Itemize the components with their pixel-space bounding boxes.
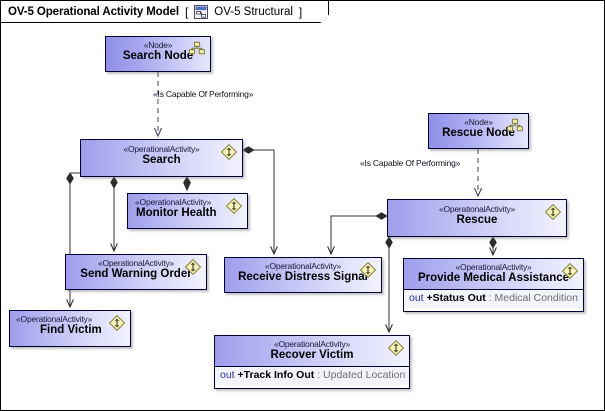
activity-title: Monitor Health (136, 207, 217, 219)
parameter-name: +Track Info Out (237, 369, 315, 381)
activity-provide-medical-assistance[interactable]: «OperationalActivity» Provide Medical As… (403, 258, 584, 312)
parameter-separator: : (317, 369, 321, 381)
node-title: Search Node (122, 50, 194, 62)
diagram-name: OV-5 Structural (214, 5, 293, 18)
activity-icon (387, 339, 405, 357)
diagram-icon (194, 5, 208, 19)
stereotype-label: «Node» (143, 40, 173, 50)
activity-title: Provide Medical Assistance (417, 272, 570, 284)
activity-title: Find Victim (40, 324, 102, 336)
activity-title: Send Warning Order (80, 268, 192, 280)
activity-monitor-health[interactable]: «OperationalActivity» Monitor Health (127, 193, 248, 229)
node-rescue-node[interactable]: «Node» Rescue Node (428, 113, 529, 149)
activity-title: Recover Victim (270, 349, 354, 361)
activity-send-warning-order[interactable]: «OperationalActivity» Send Warning Order (65, 254, 207, 290)
stereotype-label: «OperationalActivity» (438, 204, 516, 214)
parameter-direction: out (220, 369, 235, 381)
activity-icon (225, 197, 243, 215)
activity-recover-victim[interactable]: «OperationalActivity» Recover Victim out… (214, 335, 410, 389)
stereotype-label: «OperationalActivity» (455, 262, 532, 272)
node-title: Rescue Node (442, 127, 515, 139)
parameter-row: out +Status Out : Medical Condition (404, 289, 583, 308)
bracket-close: ] (298, 4, 303, 19)
activity-icon (544, 203, 562, 221)
activity-search[interactable]: «OperationalActivity» Search (80, 139, 243, 177)
stereotype-label: «Node» (464, 117, 493, 127)
stereotype-label: «OperationalActivity» (273, 339, 351, 349)
bracket-open: [ (184, 4, 189, 19)
node-search-node[interactable]: «Node» Search Node (105, 36, 211, 72)
activity-icon (184, 258, 202, 276)
activity-rescue[interactable]: «OperationalActivity» Rescue (387, 199, 567, 237)
activity-receive-distress-signal[interactable]: «OperationalActivity» Receive Distress S… (224, 257, 382, 293)
node-icon (188, 40, 206, 58)
activity-icon (220, 143, 238, 161)
edge-rescue-to-receive-distress-signal (331, 216, 387, 254)
stereotype-label: «OperationalActivity» (16, 314, 93, 324)
activity-title: Search (142, 154, 181, 166)
activity-icon (359, 261, 377, 279)
diagram-frame-header: OV-5 Operational Activity Model [ OV-5 S… (1, 1, 329, 23)
node-icon (506, 117, 524, 135)
activity-find-victim[interactable]: «OperationalActivity» Find Victim (9, 310, 131, 347)
parameter-type: Medical Condition (494, 292, 578, 304)
stereotype-label: «OperationalActivity» (264, 261, 342, 271)
activity-icon (561, 262, 579, 280)
parameter-separator: : (488, 292, 492, 304)
edge-label-is-capable-of-performing-search: «Is Capable Of Performing» (153, 89, 254, 99)
stereotype-label: «OperationalActivity» (97, 258, 175, 268)
edge-label-is-capable-of-performing-rescue: «Is Capable Of Performing» (360, 158, 461, 168)
activity-title: Receive Distress Signal (238, 271, 368, 283)
parameter-type: Updated Location (323, 369, 406, 381)
parameter-name: +Status Out (426, 292, 486, 304)
parameter-direction: out (409, 292, 424, 304)
page-title: OV-5 Operational Activity Model (8, 5, 179, 18)
stereotype-label: «OperationalActivity» (123, 144, 200, 154)
stereotype-label: «OperationalActivity» (135, 197, 212, 207)
parameter-row: out +Track Info Out : Updated Location (215, 366, 409, 385)
activity-title: Rescue (456, 214, 498, 226)
activity-icon (108, 314, 126, 332)
